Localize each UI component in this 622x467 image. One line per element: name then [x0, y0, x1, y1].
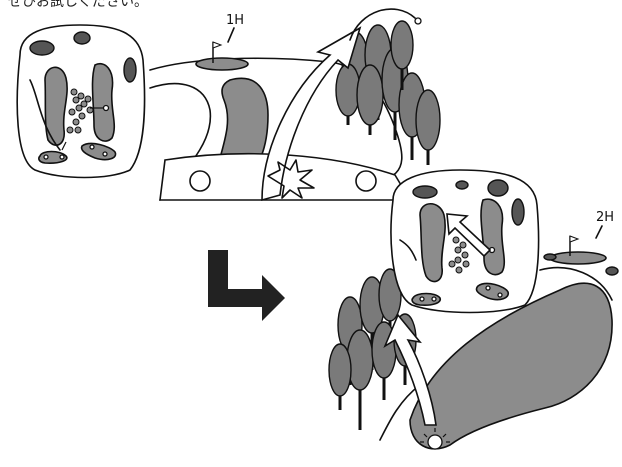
hole-label-2h: 2H: [596, 210, 614, 225]
scene-2: 2H: [329, 170, 618, 449]
green-2: [550, 252, 606, 264]
arrow-icon: [208, 250, 285, 321]
green-1: [196, 58, 248, 70]
golf-ball-icon: [428, 435, 442, 449]
cart-wheel: [356, 171, 376, 191]
inset-map-2: [391, 170, 539, 313]
tree-icon: [391, 21, 413, 69]
tree-icon: [357, 65, 383, 125]
tree-icon: [329, 344, 351, 396]
scene-1: 1H: [17, 9, 440, 200]
caption-text: ぜひお試しください。: [8, 0, 148, 11]
tree-icon: [416, 90, 440, 150]
golf-ball-icon: [415, 18, 421, 24]
hole-label-1h: 1H: [226, 13, 244, 28]
inset-map-1: [17, 25, 144, 178]
fairway-1: [218, 78, 268, 165]
cart-wheel: [190, 171, 210, 191]
tree-icon: [336, 64, 360, 116]
